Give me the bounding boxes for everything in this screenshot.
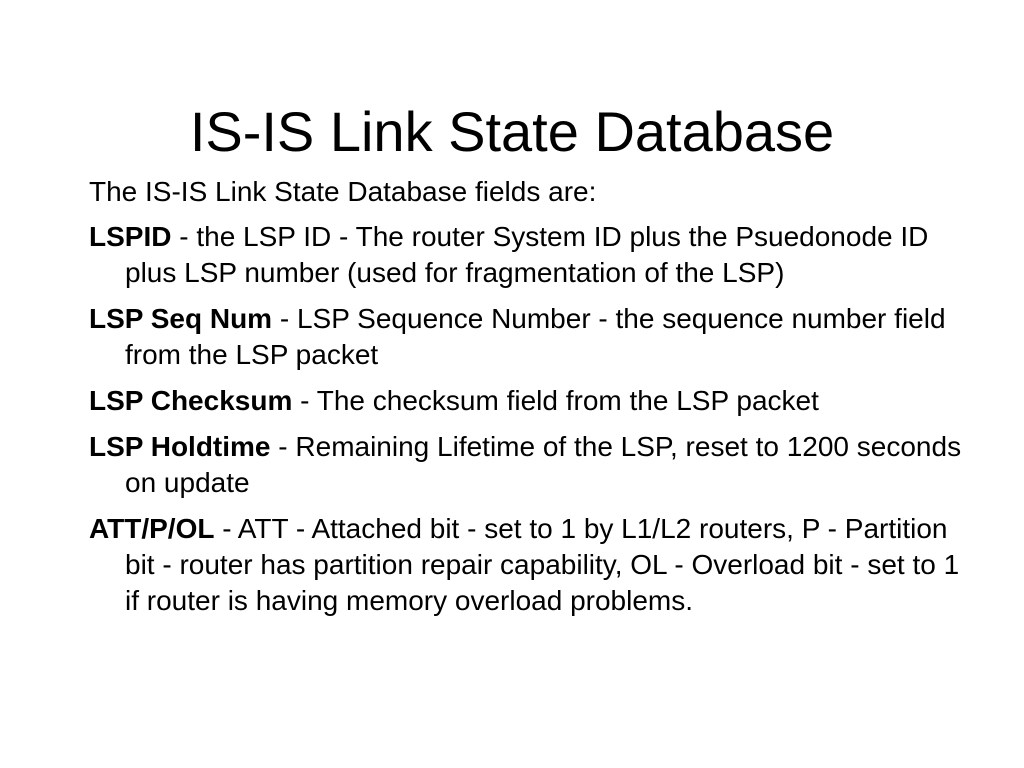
field-term: LSP Holdtime: [89, 431, 271, 462]
field-description: - The checksum field from the LSP packet: [292, 385, 819, 416]
field-term: LSPID: [89, 221, 172, 252]
intro-text: The IS-IS Link State Database fields are…: [89, 176, 597, 207]
field-description: - Remaining Lifetime of the LSP, reset t…: [125, 431, 962, 498]
field-item-lsp-checksum: LSP Checksum - The checksum field from t…: [89, 383, 969, 419]
field-description: - the LSP ID - The router System ID plus…: [125, 221, 929, 288]
slide-content: The IS-IS Link State Database fields are…: [89, 175, 969, 629]
field-description: - LSP Sequence Number - the sequence num…: [125, 303, 946, 370]
field-description: - ATT - Attached bit - set to 1 by L1/L2…: [125, 513, 960, 616]
field-item-lsp-holdtime: LSP Holdtime - Remaining Lifetime of the…: [89, 429, 969, 501]
field-item-lsp-seq-num: LSP Seq Num - LSP Sequence Number - the …: [89, 301, 969, 373]
slide-title: IS-IS Link State Database: [189, 100, 835, 163]
field-term: ATT/P/OL: [89, 513, 215, 544]
field-term: LSP Seq Num: [89, 303, 273, 334]
field-item-lspid: LSPID - the LSP ID - The router System I…: [89, 219, 969, 291]
field-item-att-p-ol: ATT/P/OL - ATT - Attached bit - set to 1…: [89, 511, 969, 619]
field-list: LSPID - the LSP ID - The router System I…: [89, 219, 969, 619]
field-term: LSP Checksum: [89, 385, 293, 416]
